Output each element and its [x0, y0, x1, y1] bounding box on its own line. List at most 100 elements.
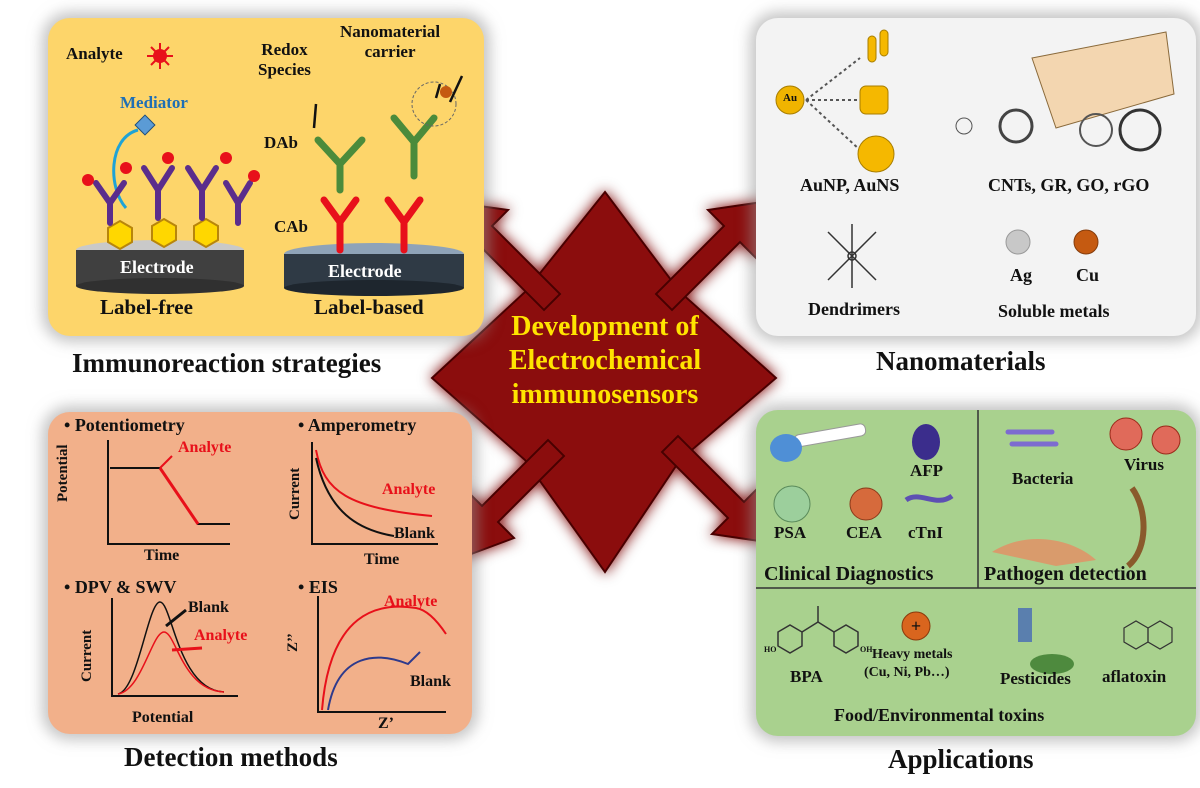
eis-heading: • EIS: [298, 577, 338, 597]
analyte-label: Analyte: [66, 44, 123, 63]
center-title-line3: immunosensors: [511, 379, 699, 410]
detection-panel: • Potentiometry • Amperometry • DPV & SW…: [48, 412, 472, 734]
nanomaterial-carrier-label: Nanomaterial carrier: [340, 22, 441, 61]
amperometry-analyte-curve: [315, 449, 433, 517]
psa-label: PSA: [774, 523, 807, 542]
cea-protein-icon: [849, 487, 883, 521]
analyte-star-icon: [147, 43, 173, 69]
dpv-xlabel: Potential: [132, 709, 194, 726]
nanomaterials-graphic: [775, 29, 1175, 288]
amperometry-label: Amperometry: [307, 415, 417, 435]
arrow-top-right: [654, 198, 778, 312]
eis-ylabel: Z’’: [285, 633, 301, 652]
dpv-analyte-curve: [117, 631, 225, 695]
clinical-diagnostics-label: Clinical Diagnostics: [764, 563, 934, 585]
soluble-metals-label: Soluble metals: [998, 301, 1110, 321]
aunp-label: AuNP, AuNS: [800, 175, 900, 195]
amperometry-blank-label: Blank: [394, 525, 435, 542]
dpv-blank-curve: [117, 601, 225, 695]
potentiometry-ylabel: Potential: [55, 444, 71, 503]
gold-nanoparticle-icon: [857, 135, 895, 173]
dpv-heading: • DPV & SWV: [64, 577, 177, 597]
potentiometry-heading: • Potentiometry: [64, 415, 185, 435]
dpv-analyte-label: Analyte: [194, 627, 248, 644]
pesticide-farmer-icon: [1018, 608, 1074, 674]
eis-blank-label: Blank: [410, 673, 451, 690]
pesticides-label: Pesticides: [1000, 669, 1071, 688]
graphene-sheet-icon: [1031, 31, 1175, 129]
ho-label: HO: [764, 645, 777, 654]
applications-panel: + AFP PSA CEA cTnI Clinical Diagnostics …: [756, 410, 1196, 736]
dpv-label: DPV & SWV: [74, 577, 177, 597]
immunoreaction-caption: Immunoreaction strategies: [72, 348, 382, 378]
eis-blank-curve: [327, 651, 421, 711]
blood-sample-icon: [793, 423, 867, 448]
applications-graphic: +: [756, 410, 1196, 674]
nanomaterials-panel: Au AuNP, AuNS CNTs, GR, GO, rGO Dendrime…: [756, 18, 1196, 336]
aflatoxin-molecule-icon: [1123, 620, 1173, 650]
eis-analyte-curve: [321, 605, 447, 711]
psa-protein-icon: [773, 485, 811, 523]
eis-xlabel: Z’: [378, 715, 394, 732]
carbon-nanotube-icon: [998, 108, 1034, 144]
au-label: Au: [783, 92, 798, 104]
potentiometry-curve: [110, 467, 230, 525]
nanomaterials-caption: Nanomaterials: [876, 346, 1046, 376]
bacteria-icon: [1005, 429, 1059, 447]
ctni-label: cTnI: [908, 523, 943, 542]
pathogen-hand-icon: [992, 538, 1096, 566]
au-sphere-icon: [775, 85, 805, 115]
pathogen-detection-label: Pathogen detection: [984, 563, 1147, 585]
amperometry-analyte-label: Analyte: [382, 481, 436, 498]
applications-caption: Applications: [888, 744, 1034, 774]
eis-analyte-label: Analyte: [384, 593, 438, 610]
bpa-label: BPA: [790, 667, 823, 686]
amperometry-heading: • Amperometry: [298, 415, 417, 435]
center-title-line2: Electrochemical: [508, 345, 702, 376]
detection-graphic: [107, 440, 447, 713]
dendrimers-label: Dendrimers: [808, 299, 900, 319]
heavy-metal-icon: [901, 611, 931, 641]
mediator-label: Mediator: [120, 93, 188, 112]
cea-label: CEA: [846, 523, 882, 542]
center-title-line1: Development of: [511, 311, 699, 342]
copper-particle-icon: [1073, 229, 1099, 255]
aflatoxin-label: aflatoxin: [1102, 667, 1167, 686]
afp-protein-icon: [912, 424, 940, 460]
food-toxins-label: Food/Environmental toxins: [834, 705, 1045, 725]
cnts-label: CNTs, GR, GO, rGO: [988, 175, 1150, 195]
center-title: Development of Electrochemical immunosen…: [440, 310, 770, 412]
gold-nanostar-icon: [859, 85, 889, 115]
immunoreaction-panel: Analyte Mediator Redox Species Nanomater…: [48, 18, 484, 336]
heavy-metals-label: Heavy metals: [872, 647, 953, 662]
virus-label: Virus: [1124, 455, 1164, 474]
potentiometry-analyte-label: Analyte: [178, 439, 232, 456]
center-star: [430, 190, 778, 574]
detection-caption: Detection methods: [124, 742, 338, 772]
label-free-label: Label-free: [100, 295, 193, 319]
mediator-arrow: [112, 128, 139, 210]
virus-icon: [1109, 417, 1143, 451]
cab-label: CAb: [274, 217, 309, 236]
ctni-protein-icon: [904, 493, 954, 503]
amperometry-xlabel: Time: [364, 551, 400, 568]
bacteria-label: Bacteria: [1012, 469, 1074, 488]
potentiometry-label: Potentiometry: [74, 415, 185, 435]
redox-species-label: Redox Species: [258, 40, 311, 79]
silver-particle-icon: [1005, 229, 1031, 255]
electrode-left-label: Electrode: [120, 257, 194, 277]
immunoreaction-graphic: [76, 43, 464, 296]
bpa-molecule-icon: [777, 606, 859, 654]
mediator-diamond-icon: [134, 114, 156, 136]
svg-text:+: +: [911, 616, 921, 636]
eis-label: EIS: [308, 577, 338, 597]
fullerene-icon: [955, 117, 973, 135]
dpv-blank-label: Blank: [188, 599, 229, 616]
label-based-label: Label-based: [314, 295, 424, 319]
oh-label: OH: [860, 645, 873, 654]
dpv-ylabel: Current: [79, 629, 95, 682]
ag-label: Ag: [1010, 265, 1032, 285]
heavy-metals-list: (Cu, Ni, Pb…): [864, 665, 950, 680]
amperometry-blank-curve: [315, 457, 395, 537]
dendrimer-icon: [827, 224, 877, 288]
